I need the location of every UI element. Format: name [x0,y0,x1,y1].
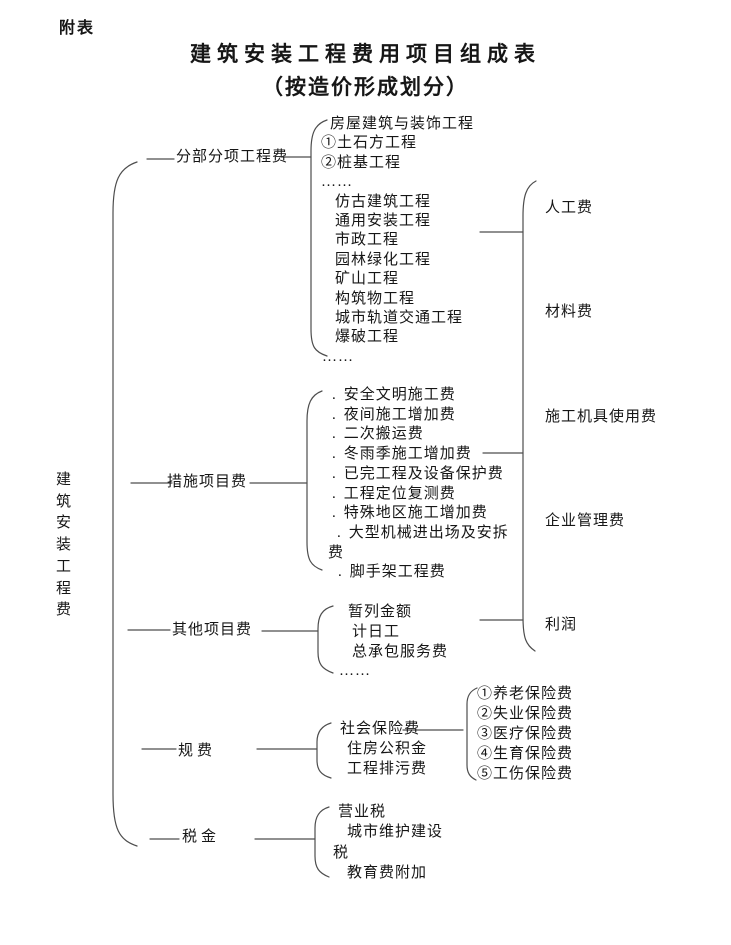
tree-item-label: 已完工程及设备保护费 [343,465,504,482]
branch-label-measure-items: 措施项目费 [167,474,248,490]
cost-element-profit: 利润 [545,617,578,633]
cost-elements-bracket [522,180,537,652]
bullet-dot: . [332,426,337,443]
tree-item: 城市轨道交通工程 [335,310,464,327]
bullet-dot: . [332,446,337,463]
root-label: 建筑安装工程费 [56,472,72,619]
branch-label-taxes: 税金 [182,829,221,845]
tree-item: ①土石方工程 [321,135,418,152]
social-insurance-bracket [466,687,478,781]
tree-item: . 工程定位复测费 [328,485,518,505]
tree-item: 工程排污费 [347,761,428,777]
tree-item: ⑤工伤保险费 [477,766,574,782]
ellipsis-item: …… [339,663,371,680]
page-title: 建筑安装工程费用项目组成表 [190,42,541,66]
tree-item: 构筑物工程 [335,290,416,307]
tree-item-label: 安全文明施工费 [343,387,456,403]
tree-item: 教育费附加 [347,865,428,882]
annotation-label: 附表 [59,20,96,37]
bullet-dot: . [332,387,337,403]
tree-item: 营业税 [338,804,387,820]
tree-item: . 冬雨季施工增加费 [328,445,518,465]
tree-item: . 夜间施工增加费 [328,406,518,426]
tree-item: . 安全文明施工费 [328,386,518,406]
bullet-dot: . [338,564,343,581]
fees-list: 社会保险费 住房公积金 工程排污费 [340,719,427,779]
tree-item-label: 二次搬运费 [343,426,424,443]
tree-item: 城市维护建设税 [333,824,444,861]
tree-item-label: 冬雨季施工增加费 [343,446,472,463]
tree-item-label: 脚手架工程费 [349,564,446,581]
tree-item-label: 大型机械进出场及安拆费 [328,524,509,561]
tree-item: 计日工 [352,623,401,640]
branch-label-other-items: 其他项目费 [172,622,253,638]
cost-element-labor: 人工费 [545,200,594,216]
tree-item: . 特殊地区施工增加费 [328,504,518,524]
branch-label-fees: 规费 [178,743,217,759]
bullet-dot: . [332,465,337,482]
branch3-bracket [317,605,334,674]
tree-item: ③医疗保险费 [477,726,574,742]
tree-item: ④生育保险费 [477,746,574,762]
branch-label-divisional-works: 分部分项工程费 [176,149,289,165]
tree-item-label: 工程定位复测费 [343,485,456,502]
ellipsis-item: …… [322,348,354,365]
page-subtitle: （按造价形成划分） [262,75,469,99]
tree-item: . 二次搬运费 [328,425,518,445]
bullet-dot: . [332,505,337,522]
branch5-bracket [314,806,330,878]
bullet-dot: . [332,485,337,502]
tree-item: 总承包服务费 [352,643,449,660]
tree-item: ①养老保险费 [477,686,574,702]
cost-element-materials: 材料费 [545,304,594,320]
cost-element-machinery: 施工机具使用费 [545,409,658,425]
tree-item: 住房公积金 [347,741,428,757]
tree-item: 仿古建筑工程 [335,193,432,210]
other-items-list: 暂列金额 计日工 总承包服务费 …… [339,603,448,682]
tree-item-label: 夜间施工增加费 [343,406,456,423]
tree-item: 园林绿化工程 [335,251,432,268]
tree-item: 市政工程 [335,232,400,249]
social-insurance-list: ①养老保险费 ②失业保险费 ③医疗保险费 ④生育保险费 ⑤工伤保险费 [477,684,573,784]
tree-item: . 脚手架工程费 [328,563,518,583]
tree-item-label: 特殊地区施工增加费 [343,505,488,522]
tree-item: ②桩基工程 [321,154,402,171]
taxes-list: 营业税 城市维护建设税 教育费附加 [333,802,453,884]
branch4-bracket [316,722,332,779]
divisional-works-list: 房屋建筑与装饰工程 ①土石方工程 ②桩基工程 …… 仿古建筑工程 通用安装工程 … [321,115,474,367]
tree-item: 爆破工程 [335,329,400,346]
tree-item: . 已完工程及设备保护费 [328,465,518,485]
tree-item: 矿山工程 [335,271,400,288]
ellipsis-item: …… [321,174,353,191]
bullet-dot: . [332,406,337,423]
branch2-bracket [306,390,323,571]
tree-item: ②失业保险费 [477,706,574,722]
tree-item: .大型机械进出场及安拆费 [328,524,512,563]
tree-item: 房屋建筑与装饰工程 [330,116,475,132]
tree-item: 暂列金额 [348,604,413,620]
main-bracket [112,161,138,847]
bullet-dot: . [337,524,342,541]
cost-element-management: 企业管理费 [545,513,626,529]
measure-items-list: . 安全文明施工费 . 夜间施工增加费 . 二次搬运费 . 冬雨季施工增加费 . 已完工程… [328,386,518,583]
tree-item: 社会保险费 [340,721,421,737]
tree-item: 通用安装工程 [335,213,432,230]
